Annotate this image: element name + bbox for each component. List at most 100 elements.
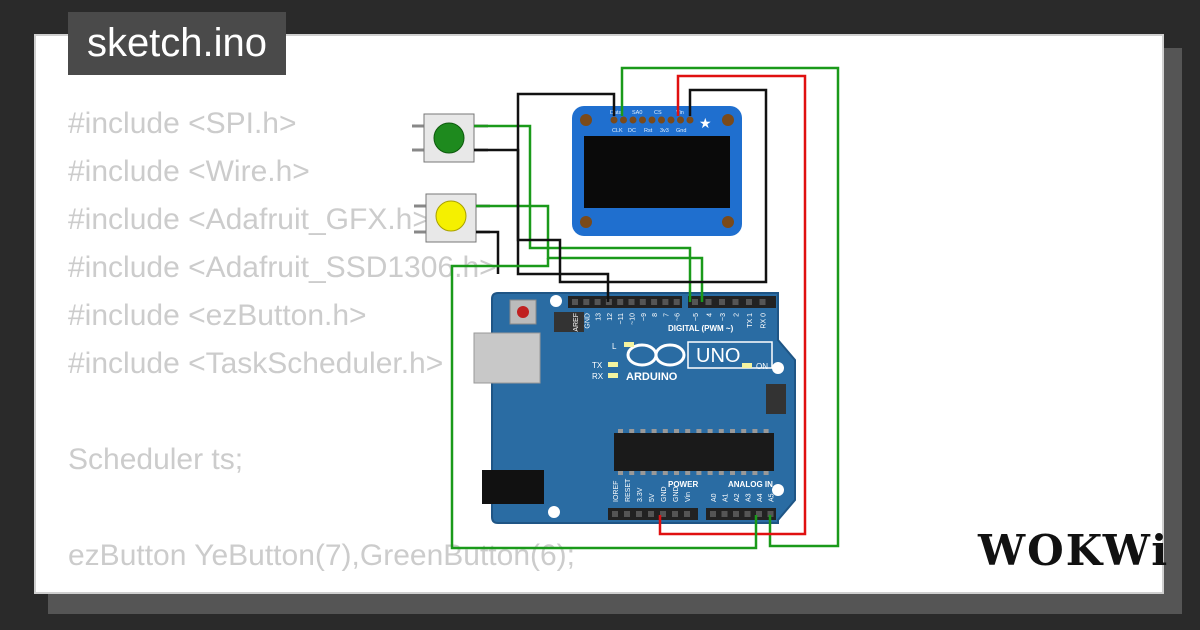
chip-pin: [763, 471, 769, 475]
power-jack: [482, 470, 544, 504]
chip-pin: [763, 429, 769, 433]
oled-pin-label: Gnd: [676, 128, 686, 134]
digital-pin-label: GND: [584, 313, 591, 329]
digital-pin-label: ~10: [630, 313, 637, 325]
digital-pin-label: TX 1: [747, 313, 754, 328]
chip-pin: [629, 429, 635, 433]
led-tx-label: TX: [592, 361, 603, 370]
oled-pin[interactable]: [620, 116, 627, 124]
chip-pin: [707, 429, 713, 433]
file-title: sketch.ino: [68, 12, 286, 75]
star-icon: ★: [699, 115, 712, 131]
wokwi-logo: WOKWi: [978, 526, 1170, 575]
digital-pin[interactable]: [746, 299, 752, 305]
analog-pin[interactable]: [744, 511, 751, 517]
chip-pin: [662, 471, 668, 475]
digital-pin[interactable]: [639, 299, 646, 305]
digital-pin[interactable]: [673, 299, 680, 305]
chip-pin: [651, 429, 657, 433]
chip-pin: [696, 429, 702, 433]
mcu-chip: [614, 433, 774, 471]
digital-pin[interactable]: [651, 299, 658, 305]
wire-oled-vin: [658, 74, 807, 536]
code-preview: #include <SPI.h> #include <Wire.h> #includ…: [68, 100, 575, 580]
code-line: #include <TaskScheduler.h>: [68, 347, 444, 380]
power-pin[interactable]: [660, 511, 666, 517]
power-label: POWER: [668, 480, 698, 489]
analog-pin[interactable]: [733, 511, 739, 517]
oled-pin[interactable]: [667, 116, 675, 124]
digital-pin[interactable]: [705, 299, 712, 305]
oled-screen: [584, 136, 730, 208]
oled-pin[interactable]: [610, 116, 618, 124]
digital-label: DIGITAL (PWM ~): [668, 324, 734, 333]
chip-pin: [651, 471, 657, 475]
oled-pin[interactable]: [648, 116, 656, 124]
arduino-logo: [626, 341, 773, 369]
oled-pin[interactable]: [686, 116, 694, 124]
digital-pin-label: AREF: [573, 313, 580, 332]
oled-pin[interactable]: [629, 116, 637, 124]
oled-pin[interactable]: [639, 116, 646, 124]
yellow-pushbutton[interactable]: [414, 193, 490, 243]
analog-pin-label: A0: [711, 493, 718, 502]
digital-pin-label: ~3: [720, 313, 727, 321]
analog-pin[interactable]: [710, 511, 716, 517]
wire-oled-gnd: [516, 88, 768, 284]
digital-pin[interactable]: [692, 299, 698, 305]
power-pin[interactable]: [612, 511, 618, 517]
oled-pin-label: CLK: [612, 128, 623, 134]
power-pin-label: GND: [661, 486, 668, 502]
power-pin[interactable]: [648, 511, 654, 517]
on-label: ON: [756, 362, 768, 371]
power-pin-label: IOREF: [613, 481, 620, 502]
digital-pin[interactable]: [759, 299, 766, 305]
green-pushbutton[interactable]: [412, 113, 488, 163]
analog-header: [706, 508, 776, 520]
chip-pin: [674, 429, 679, 433]
digital-pin[interactable]: [583, 299, 590, 305]
analog-pin[interactable]: [721, 511, 728, 517]
chip-pin: [662, 429, 668, 433]
power-pin[interactable]: [672, 511, 678, 517]
oled-pin-label: Data: [610, 110, 623, 116]
chip-pin: [730, 471, 735, 475]
mount-hole: [772, 484, 784, 496]
wire-oled-scl: [620, 66, 840, 548]
digital-pin[interactable]: [594, 299, 601, 305]
digital-pin[interactable]: [732, 299, 739, 305]
code-line: #include <SPI.h>: [68, 107, 297, 140]
led-l-label: L: [612, 342, 617, 351]
analog-pin[interactable]: [756, 511, 762, 517]
analog-pin[interactable]: [767, 511, 774, 517]
chip-pin: [629, 471, 635, 475]
power-pin-label: 3.3V: [637, 487, 644, 502]
power-pin[interactable]: [684, 511, 690, 517]
code-line: #include <Wire.h>: [68, 155, 310, 188]
digital-pin[interactable]: [572, 299, 578, 305]
digital-pin[interactable]: [662, 299, 669, 305]
digital-pin[interactable]: [617, 299, 624, 305]
digital-pin[interactable]: [628, 299, 635, 305]
oled-pin[interactable]: [658, 116, 665, 124]
usb-port: [473, 332, 541, 384]
wires: [450, 66, 840, 550]
code-line: #include <Adafruit_GFX.h>: [68, 203, 430, 236]
digital-pin[interactable]: [719, 299, 725, 305]
chip-pin: [674, 471, 679, 475]
wire-oled-sda: [450, 258, 758, 550]
digital-pin-label: 4: [707, 313, 714, 317]
wire-green-button-d6: [474, 124, 692, 302]
code-line: #include <ezButton.h>: [68, 299, 367, 332]
chip-pin: [618, 429, 623, 433]
power-pin[interactable]: [636, 511, 642, 517]
mount-hole: [772, 362, 784, 374]
oled-pin-label: Rst: [644, 128, 653, 134]
power-pin[interactable]: [624, 511, 630, 517]
board-brand: ARDUINO: [626, 371, 678, 383]
board-model: UNO: [696, 345, 740, 367]
oled-pin-label: 3v3: [660, 128, 669, 134]
oled-pin[interactable]: [677, 116, 684, 124]
